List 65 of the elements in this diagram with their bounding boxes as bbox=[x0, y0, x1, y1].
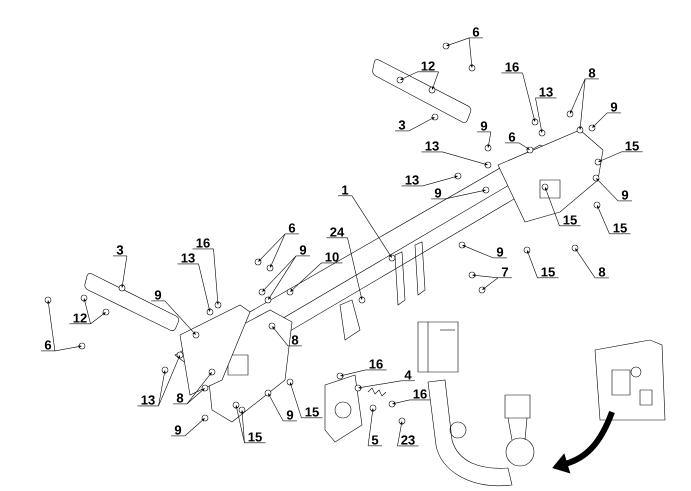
callout-number: 9 bbox=[492, 247, 508, 258]
callout-number: 13 bbox=[177, 253, 199, 264]
callout-number: 7 bbox=[498, 268, 512, 278]
callout-number: 15 bbox=[609, 223, 631, 234]
callout-number: 8 bbox=[584, 68, 600, 80]
leader-line bbox=[518, 142, 530, 150]
leader-line bbox=[575, 248, 596, 278]
leader-line bbox=[290, 262, 322, 292]
callout-number: 9 bbox=[618, 190, 632, 202]
callout-number: 15 bbox=[301, 407, 323, 418]
callout-number: 5 bbox=[368, 435, 382, 446]
callout-number: 8 bbox=[288, 335, 302, 346]
leader-line bbox=[184, 418, 205, 436]
callout-number: 15 bbox=[244, 432, 266, 444]
leader-line bbox=[272, 326, 288, 346]
callout-number: 13 bbox=[421, 141, 443, 152]
callout-number: 12 bbox=[417, 61, 439, 72]
callout-number: 15 bbox=[621, 141, 643, 152]
leader-line bbox=[90, 312, 106, 324]
callout-number: 16 bbox=[409, 389, 431, 400]
leader-line bbox=[400, 72, 418, 80]
leader-line bbox=[482, 277, 498, 290]
callout-number: 23 bbox=[397, 435, 419, 446]
callout-number: 16 bbox=[192, 238, 214, 250]
leader-line bbox=[268, 393, 284, 422]
callout-number: 9 bbox=[282, 410, 298, 422]
callout-number: 6 bbox=[468, 27, 484, 38]
callout-number: 16 bbox=[501, 62, 523, 74]
leader-line bbox=[596, 178, 618, 202]
callout-number: 1 bbox=[338, 186, 352, 196]
leader-line bbox=[262, 256, 296, 292]
leader-line bbox=[268, 256, 296, 300]
callout-number: 9 bbox=[476, 121, 492, 132]
callout-number: 4 bbox=[400, 370, 416, 382]
callout-number: 6 bbox=[40, 340, 56, 352]
leader-line bbox=[186, 372, 212, 404]
leader-line bbox=[570, 78, 586, 114]
callout-number: 9 bbox=[170, 425, 186, 436]
leader-line bbox=[408, 117, 435, 132]
callout-number: 8 bbox=[172, 393, 188, 404]
callout-number: 8 bbox=[594, 267, 610, 278]
callout-number: 16 bbox=[365, 359, 387, 370]
callout-number: 13 bbox=[401, 175, 423, 186]
leader-line bbox=[258, 234, 286, 262]
callout-number: 15 bbox=[559, 215, 581, 226]
callout-number: 13 bbox=[535, 87, 557, 98]
leader-line bbox=[186, 388, 205, 404]
callout-number: 15 bbox=[537, 267, 559, 278]
leader-line bbox=[352, 195, 392, 258]
callout-number: 3 bbox=[112, 245, 128, 256]
leader-line bbox=[597, 205, 610, 234]
callout-number: 3 bbox=[394, 120, 410, 132]
callout-number: 10 bbox=[321, 252, 343, 264]
callout-number: 9 bbox=[430, 188, 446, 200]
callout-number: 6 bbox=[504, 132, 520, 144]
callout-number: 24 bbox=[326, 227, 348, 238]
leader-line bbox=[164, 300, 196, 335]
callout-number: 12 bbox=[69, 313, 91, 324]
callout-number: 9 bbox=[296, 245, 310, 256]
callout-number: 9 bbox=[150, 290, 166, 302]
callout-number: 9 bbox=[606, 102, 622, 114]
leader-line bbox=[592, 112, 608, 128]
callout-number: 13 bbox=[137, 395, 159, 406]
callout-number: 6 bbox=[284, 223, 300, 234]
leader-line bbox=[270, 234, 286, 268]
